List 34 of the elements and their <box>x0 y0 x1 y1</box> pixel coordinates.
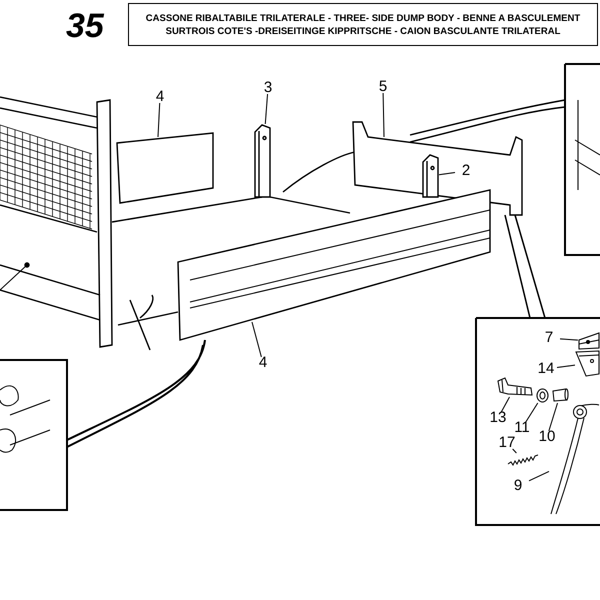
leader-line <box>556 364 576 368</box>
callout-number: 7 <box>544 330 554 346</box>
title-box: CASSONE RIBALTABILE TRILATERALE - THREE- SIDE DUMP BODY - BENNE A BASCULEMENT SURTROIS COTE'S -DREISEITINGE KIPPRITSCHE - CAION BASCULANTE TRILATERAL <box>128 3 598 46</box>
callout-number: 4 <box>156 89 164 105</box>
leader-line <box>158 102 160 138</box>
callout-number: 5 <box>378 79 388 95</box>
leader-line <box>560 338 578 341</box>
leader-line <box>382 92 384 138</box>
callout-number: 14 <box>538 361 554 377</box>
block-drawing <box>575 350 600 377</box>
leader-line <box>438 172 456 176</box>
callout-number: 4 <box>258 355 268 371</box>
plate-drawing <box>578 332 600 350</box>
callout-number: 2 <box>462 163 470 179</box>
callout-number: 13 <box>490 410 506 426</box>
leader-line <box>528 470 550 482</box>
washer-drawing <box>536 388 549 403</box>
leader-line <box>252 322 262 358</box>
page-number: 35 <box>66 6 104 46</box>
leader-line <box>525 402 538 422</box>
callout-number: 3 <box>264 80 272 96</box>
callout-number: 11 <box>514 420 530 436</box>
leader-line <box>548 402 558 432</box>
callout-number: 10 <box>538 429 556 445</box>
leader-line <box>264 94 268 124</box>
spring-drawing <box>507 453 539 467</box>
bolt-drawing <box>497 377 533 397</box>
post-drawing <box>254 124 271 198</box>
bushing-drawing <box>551 387 569 403</box>
post-drawing <box>422 154 439 198</box>
leader-line <box>500 396 510 412</box>
callout-number: 17 <box>498 435 516 451</box>
leader-line <box>512 448 517 454</box>
callout-number: 9 <box>514 478 522 494</box>
